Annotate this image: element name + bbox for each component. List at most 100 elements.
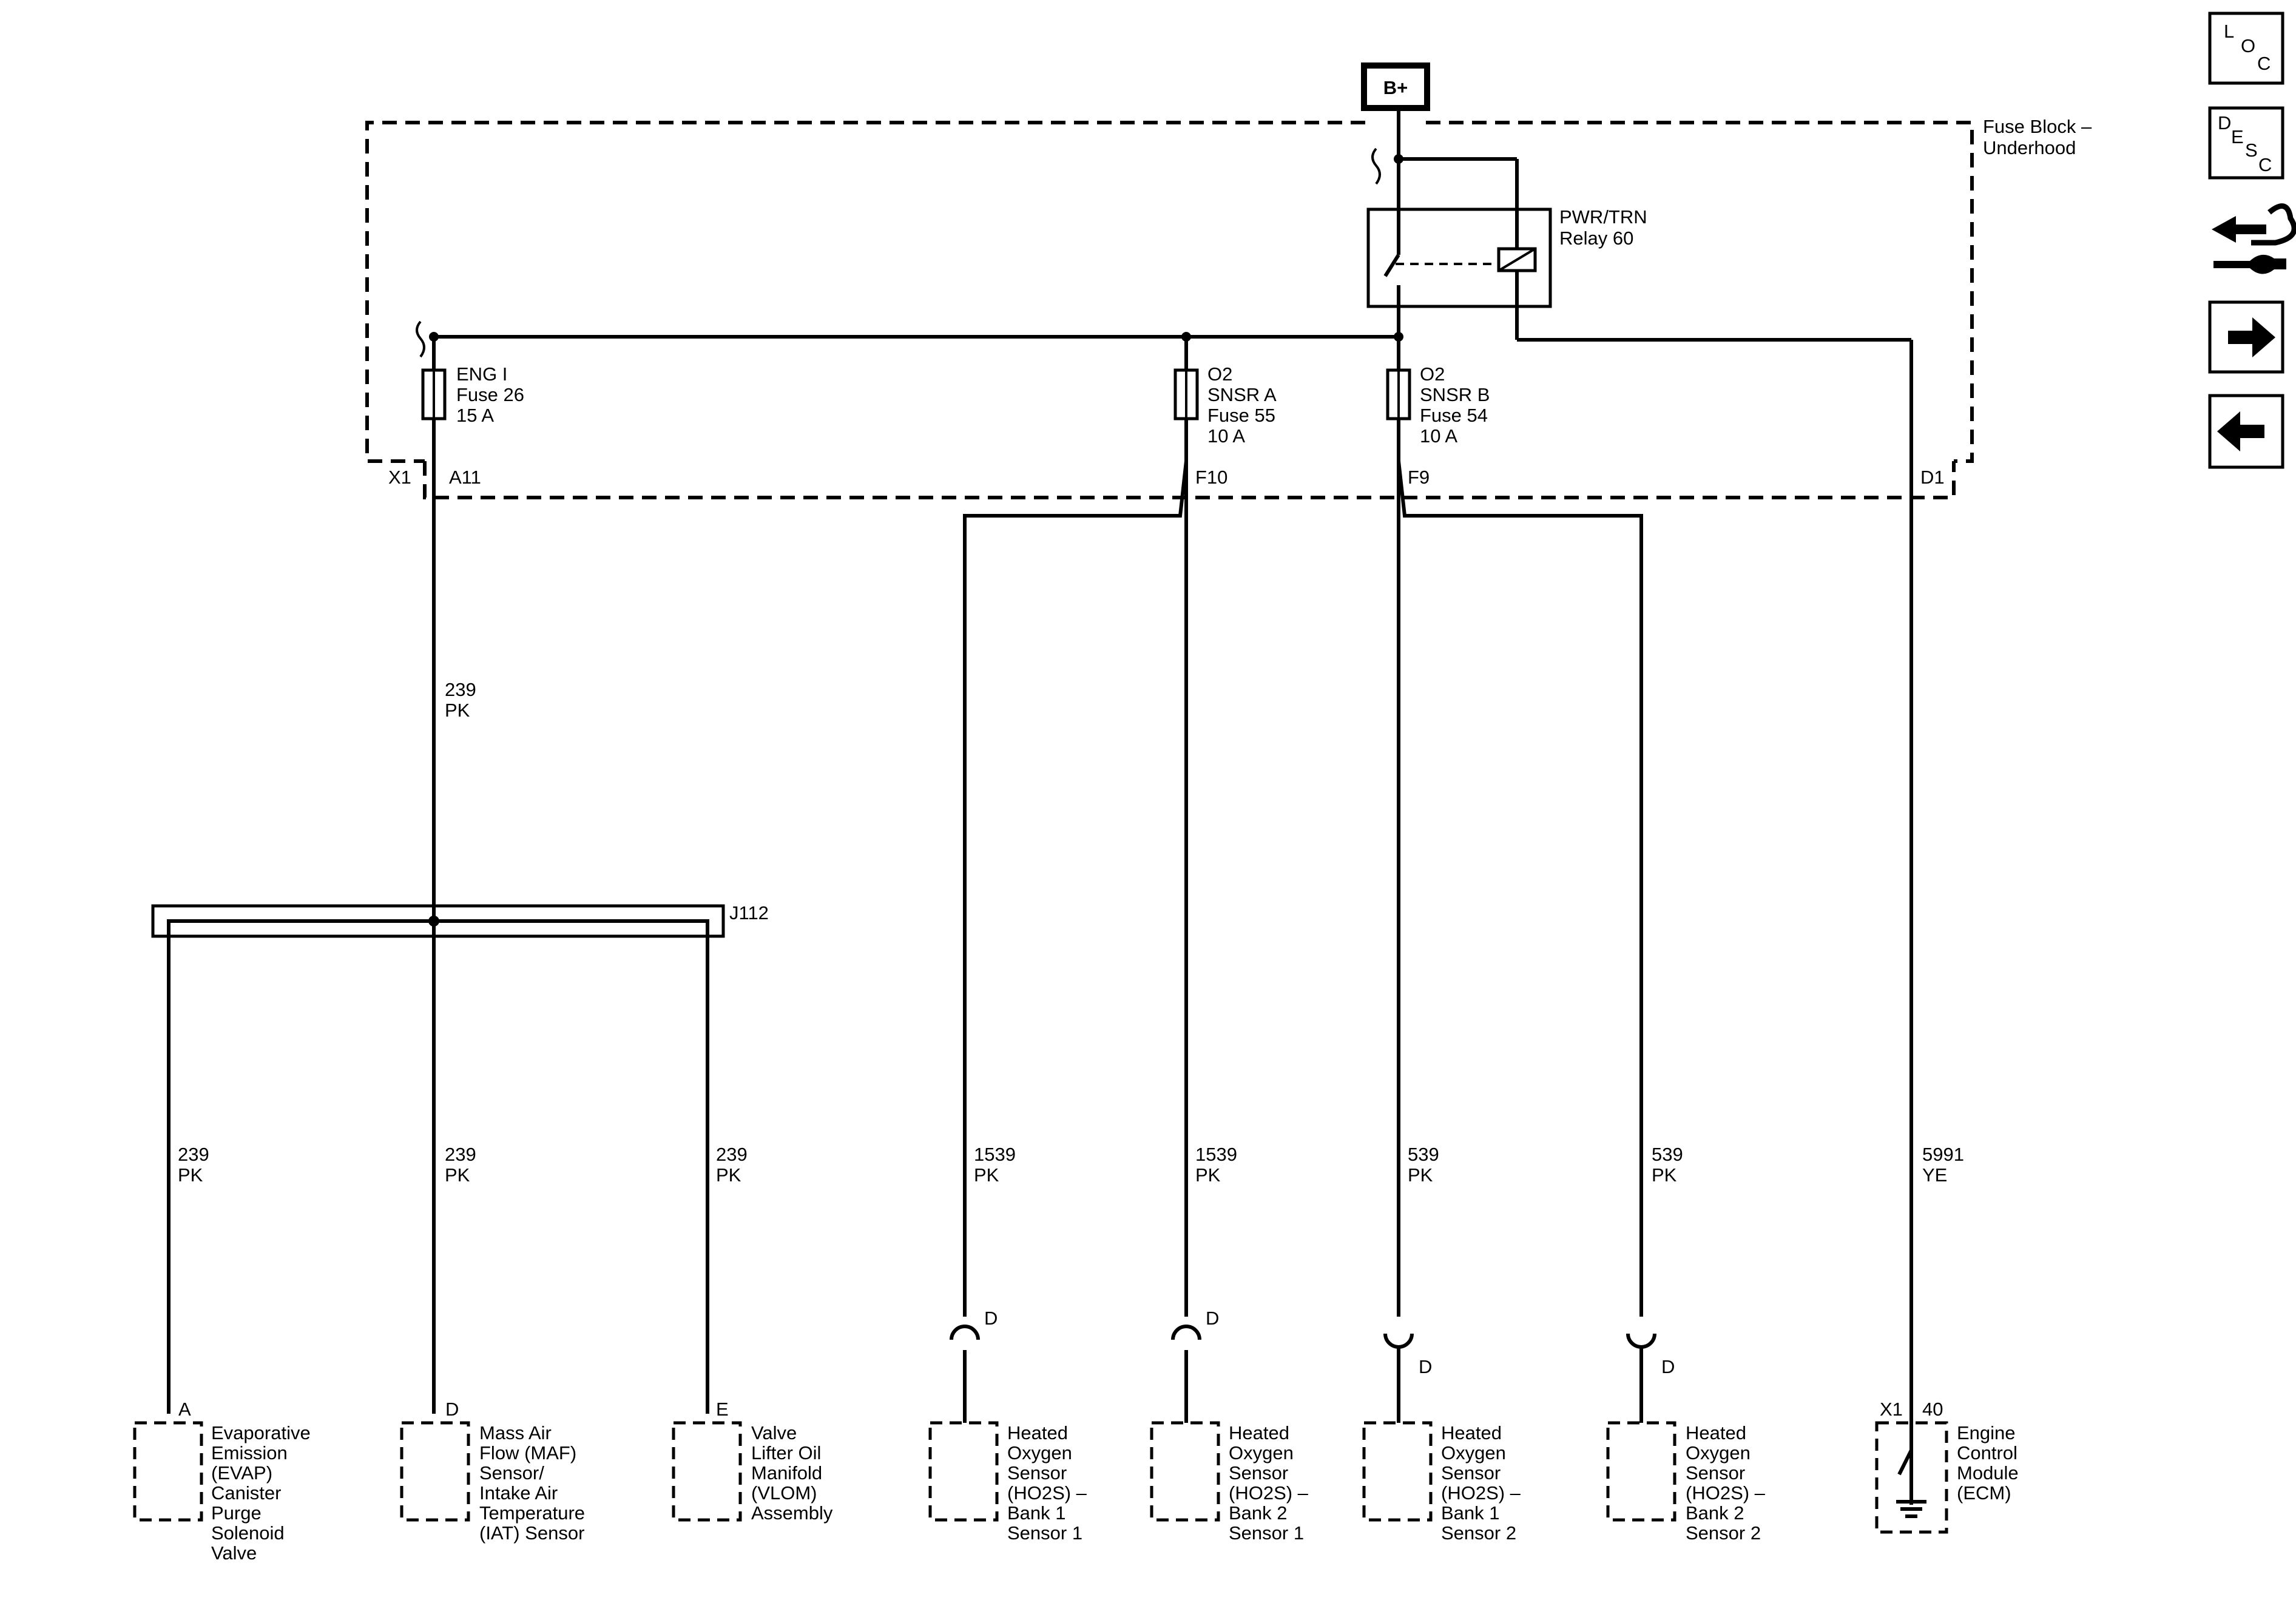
wire-ho2s-b1s1-color: PK — [974, 1164, 999, 1186]
wire-ho2s-b2s2-circuit: 539 — [1652, 1144, 1683, 1165]
fuse-block-boundary — [365, 121, 1974, 499]
fuse-54-line3: Fuse 54 — [1420, 405, 1488, 426]
fuse-55-line3: Fuse 55 — [1207, 405, 1275, 426]
svg-text:D: D — [2218, 112, 2231, 133]
inline-conn-label-3: D — [1419, 1356, 1432, 1377]
inline-conn-label-1: D — [984, 1308, 998, 1329]
component-ho2s-b2s1-label: Heated Oxygen Sensor (HO2S) – Bank 2 Sen… — [1229, 1422, 1309, 1544]
svg-text:Control: Control — [1957, 1442, 2017, 1463]
fuse-55-line1: O2 — [1207, 363, 1232, 385]
fuse-54-line4: 10 A — [1420, 425, 1457, 447]
fuse-block-label-line2: Underhood — [1983, 137, 2076, 158]
loc-button[interactable]: L O C — [2208, 12, 2284, 85]
wire-evap-circuit: 239 — [178, 1144, 209, 1165]
fuse-55-line4: 10 A — [1207, 425, 1245, 447]
fuse-55-line2: SNSR A — [1207, 384, 1277, 405]
back-arrow-icon[interactable] — [2208, 394, 2284, 469]
o2-sensor-feeds — [963, 461, 1643, 1317]
splice-label: J112 — [729, 902, 769, 923]
wire-ho2s-b1s2-color: PK — [1408, 1164, 1433, 1186]
evap-pin-label: A — [178, 1399, 191, 1420]
wire-maf-circuit: 239 — [445, 1144, 476, 1165]
pin-f9-label: F9 — [1408, 467, 1430, 488]
svg-text:Emission: Emission — [211, 1442, 288, 1463]
ecm-connector-label: X1 — [1880, 1399, 1903, 1420]
component-ho2s-b1s1-label: Heated Oxygen Sensor (HO2S) – Bank 1 Sen… — [1007, 1422, 1087, 1544]
fuse-54-line1: O2 — [1420, 363, 1445, 385]
svg-text:Flow (MAF): Flow (MAF) — [479, 1442, 576, 1463]
svg-text:(ECM): (ECM) — [1957, 1482, 2011, 1504]
component-maf-label: Mass Air Flow (MAF) Sensor/ Intake Air T… — [479, 1422, 585, 1544]
desc-button[interactable]: D E S C — [2208, 106, 2284, 180]
component-boxes — [133, 1421, 1948, 1534]
pin-a11-label: A11 — [449, 467, 481, 488]
ecm-pin-label: 40 — [1922, 1399, 1943, 1420]
svg-text:(IAT) Sensor: (IAT) Sensor — [479, 1522, 584, 1544]
svg-text:Oxygen: Oxygen — [1441, 1442, 1506, 1463]
svg-text:E: E — [2231, 126, 2244, 147]
relay-label-line2: Relay 60 — [1559, 228, 1633, 249]
wire-vlom-circuit: 239 — [716, 1144, 748, 1165]
svg-text:(HO2S) –: (HO2S) – — [1686, 1482, 1766, 1504]
inline-conn-label-2: D — [1206, 1308, 1219, 1329]
ecm-ground-switch — [1896, 1449, 1926, 1518]
maf-pin-label: D — [445, 1399, 459, 1420]
svg-text:Intake Air: Intake Air — [479, 1482, 558, 1504]
svg-text:(HO2S) –: (HO2S) – — [1229, 1482, 1309, 1504]
fuse-54: O2 SNSR B Fuse 54 10 A — [1386, 337, 1490, 461]
svg-text:Heated: Heated — [1007, 1422, 1068, 1443]
svg-text:Bank 2: Bank 2 — [1686, 1502, 1744, 1524]
svg-text:Sensor: Sensor — [1686, 1462, 1745, 1484]
svg-text:Heated: Heated — [1229, 1422, 1289, 1443]
next-arrow-icon[interactable] — [2208, 300, 2284, 374]
pin-f10-label: F10 — [1195, 467, 1227, 488]
component-ecm-label: Engine Control Module (ECM) — [1957, 1422, 2019, 1504]
svg-text:Sensor: Sensor — [1229, 1462, 1288, 1484]
wire-239-top-circuit: 239 — [445, 679, 476, 700]
wire-ecm-circuit: 5991 — [1922, 1144, 1964, 1165]
vlom-pin-label: E — [716, 1399, 729, 1420]
svg-text:Evaporative: Evaporative — [211, 1422, 311, 1443]
wire-ho2s-b1s1-circuit: 1539 — [974, 1144, 1016, 1165]
fuse-block-label-line1: Fuse Block – — [1983, 116, 2092, 137]
svg-text:(HO2S) –: (HO2S) – — [1441, 1482, 1521, 1504]
svg-text:Purge: Purge — [211, 1502, 262, 1524]
wire-ecm-color: YE — [1922, 1164, 1947, 1186]
svg-text:Valve: Valve — [211, 1542, 257, 1564]
svg-text:S: S — [2245, 140, 2258, 161]
svg-text:(VLOM): (VLOM) — [751, 1482, 817, 1504]
wire-maf-color: PK — [445, 1164, 470, 1186]
svg-text:Sensor/: Sensor/ — [479, 1462, 544, 1484]
wire-ho2s-b2s1-circuit: 1539 — [1195, 1144, 1237, 1165]
svg-text:Assembly: Assembly — [751, 1502, 833, 1524]
wire-vlom-color: PK — [716, 1164, 741, 1186]
svg-text:Module: Module — [1957, 1462, 2019, 1484]
svg-text:Bank 1: Bank 1 — [1441, 1502, 1500, 1524]
svg-text:Sensor 1: Sensor 1 — [1007, 1522, 1082, 1544]
fuse-26: ENG I Fuse 26 15 A — [421, 337, 524, 1414]
svg-text:Lifter Oil: Lifter Oil — [751, 1442, 821, 1463]
diagnostic-tool-icon[interactable] — [2212, 203, 2296, 274]
svg-text:Sensor 2: Sensor 2 — [1686, 1522, 1761, 1544]
svg-text:Sensor 2: Sensor 2 — [1441, 1522, 1516, 1544]
svg-text:Manifold: Manifold — [751, 1462, 822, 1484]
component-ho2s-b2s2-label: Heated Oxygen Sensor (HO2S) – Bank 2 Sen… — [1686, 1422, 1766, 1544]
svg-text:C: C — [2258, 154, 2272, 175]
wire-ho2s-b2s1-color: PK — [1195, 1164, 1221, 1186]
power-label: B+ — [1383, 77, 1408, 98]
fuse-26-line2: Fuse 26 — [456, 384, 524, 405]
svg-text:Bank 2: Bank 2 — [1229, 1502, 1288, 1524]
pin-d1-label: D1 — [1920, 467, 1945, 488]
svg-text:Oxygen: Oxygen — [1229, 1442, 1294, 1463]
svg-text:Sensor 1: Sensor 1 — [1229, 1522, 1304, 1544]
svg-text:O: O — [2241, 35, 2255, 56]
svg-text:Oxygen: Oxygen — [1686, 1442, 1751, 1463]
component-evap-label: Evaporative Emission (EVAP) Canister Pur… — [211, 1422, 311, 1564]
fuse-26-line3: 15 A — [456, 405, 494, 426]
svg-text:(EVAP): (EVAP) — [211, 1462, 272, 1484]
svg-text:Sensor: Sensor — [1007, 1462, 1067, 1484]
wire-ho2s-b1s2-circuit: 539 — [1408, 1144, 1439, 1165]
relay-label-line1: PWR/TRN — [1559, 206, 1647, 228]
svg-text:Mass Air: Mass Air — [479, 1422, 552, 1443]
